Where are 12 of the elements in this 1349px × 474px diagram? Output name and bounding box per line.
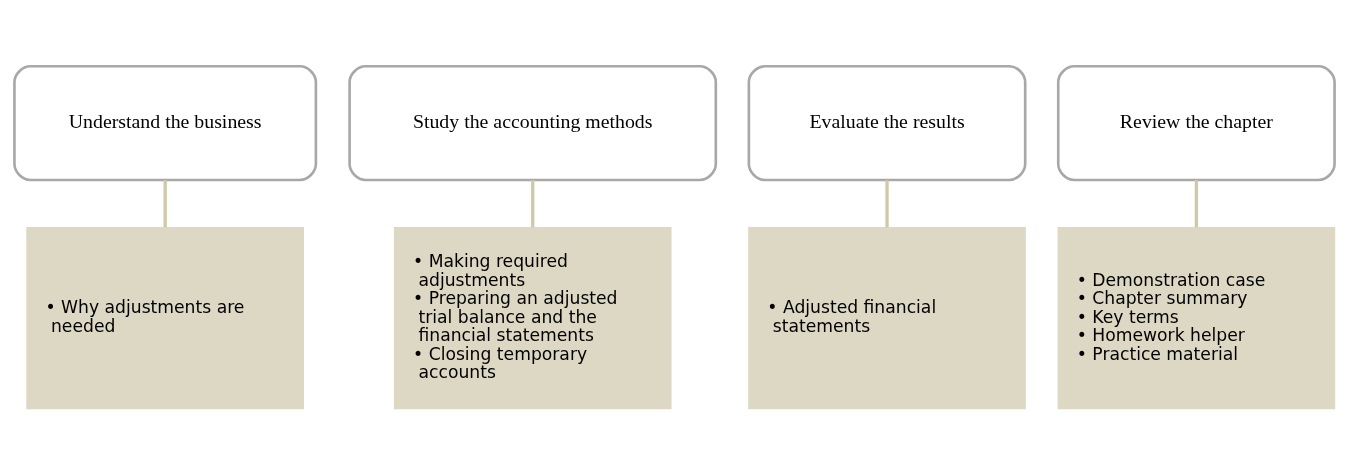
node-box: Understand the business	[13, 64, 318, 181]
node-box: Study the accounting methods	[348, 64, 718, 181]
connector	[885, 179, 889, 227]
node-box: • Making required adjustments • Preparing an adjusted trial balance and the financial statements • Closing temporary accounts	[393, 226, 672, 409]
node-box: Review the chapter	[1056, 64, 1336, 181]
node-box: • Adjusted financial statements	[748, 226, 1026, 409]
connector	[1194, 179, 1199, 227]
node-box: • Demonstration case • Chapter summary • Key terms • Homework helper • Practice material	[1057, 226, 1336, 409]
connector	[163, 179, 167, 227]
node-box: • Why adjustments are needed	[26, 226, 304, 409]
node-box: Evaluate the results	[747, 64, 1027, 181]
connector	[531, 179, 535, 227]
